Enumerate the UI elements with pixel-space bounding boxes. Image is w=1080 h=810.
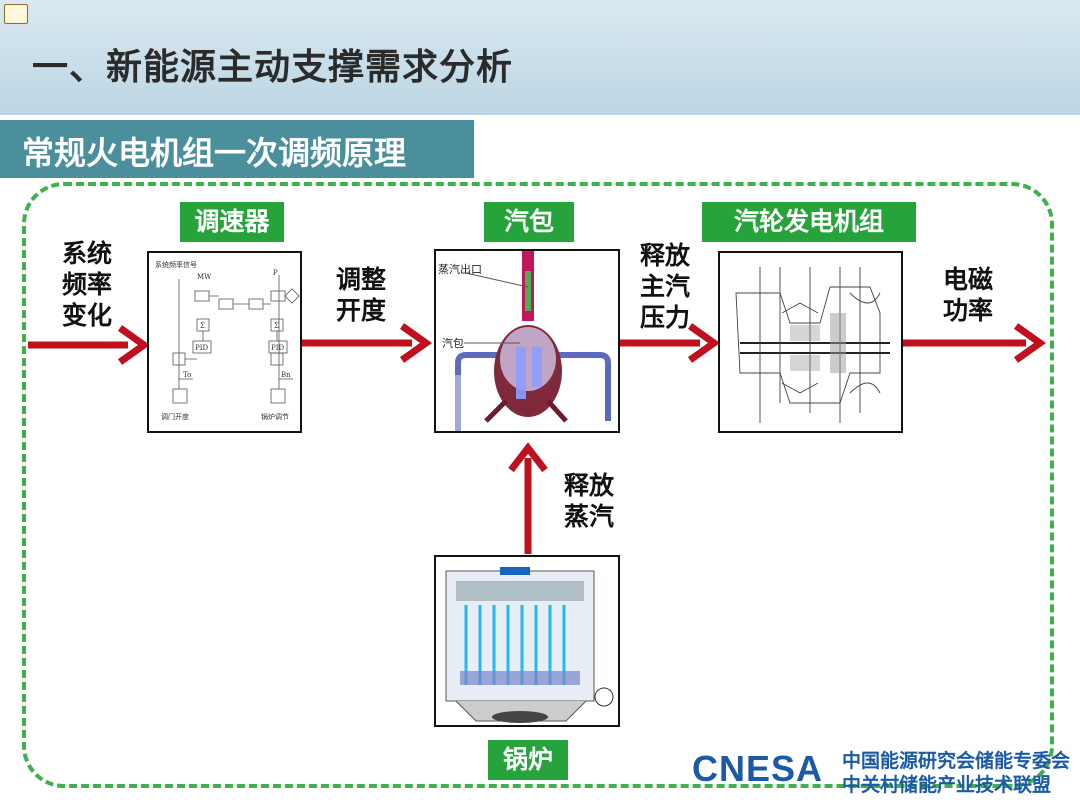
arrow-steam-up [508, 442, 548, 554]
boiler-image [445, 567, 614, 723]
flow-release-main-text: 释放主汽压力 [639, 241, 690, 332]
svg-text:PID: PID [195, 344, 208, 352]
svg-text:To: To [183, 371, 191, 379]
arrow-input [28, 325, 150, 365]
org-name-line1: 中国能源研究会储能专委会 [842, 750, 1071, 772]
section-subtitle: 常规火电机组一次调频原理 [22, 134, 407, 172]
title-banner: 一、新能源主动支撑需求分析 [0, 0, 1080, 115]
governor-block-diagram: 系统频率信号 MW P PID PID Σ Σ To Bn 调门开度 锅炉调节 [155, 260, 300, 421]
steam-drum-image: 蒸汽出口 汽包 [438, 251, 611, 431]
drum-panel: 蒸汽出口 汽包 [434, 249, 620, 433]
cnesa-logo: CNESA [692, 748, 824, 789]
turbine-section-drawing [735, 267, 890, 423]
arrow-main-steam [620, 323, 718, 363]
label-drum: 汽包 [484, 202, 574, 242]
arrow-adjust [302, 323, 433, 363]
arrow-output [902, 323, 1046, 363]
svg-text:MW: MW [197, 273, 212, 281]
flow-adjust-text: 调整开度 [335, 265, 386, 325]
governor-panel: 系统频率信号 MW P PID PID Σ Σ To Bn 调门开度 锅炉调节 [147, 251, 302, 433]
svg-text:P: P [273, 269, 278, 277]
svg-text:Σ: Σ [200, 322, 205, 330]
label-turbine-generator: 汽轮发电机组 [702, 202, 916, 242]
svg-text:系统频率信号: 系统频率信号 [155, 260, 197, 269]
svg-text:Σ: Σ [274, 322, 279, 330]
svg-text:Bn: Bn [281, 371, 291, 379]
svg-text:汽包: 汽包 [442, 336, 464, 350]
svg-text:调门开度: 调门开度 [161, 412, 189, 421]
flow-output-text: 电磁功率 [942, 265, 993, 325]
label-governor: 调速器 [180, 202, 284, 242]
org-name-line2: 中关村储能产业技术联盟 [842, 774, 1052, 796]
svg-text:蒸汽出口: 蒸汽出口 [438, 262, 482, 276]
dashed-frame [22, 182, 1054, 788]
label-boiler: 锅炉 [488, 740, 568, 780]
boiler-panel [434, 555, 620, 727]
subtitle-bar [0, 120, 474, 178]
turbine-generator-panel [718, 251, 903, 433]
flow-release-steam-text: 释放蒸汽 [563, 471, 614, 531]
comment-icon[interactable] [4, 4, 28, 24]
svg-text:锅炉调节: 锅炉调节 [261, 412, 289, 421]
page-title: 一、新能源主动支撑需求分析 [32, 47, 514, 88]
svg-text:PID: PID [271, 344, 284, 352]
flow-input-text: 系统频率变化 [61, 239, 112, 330]
